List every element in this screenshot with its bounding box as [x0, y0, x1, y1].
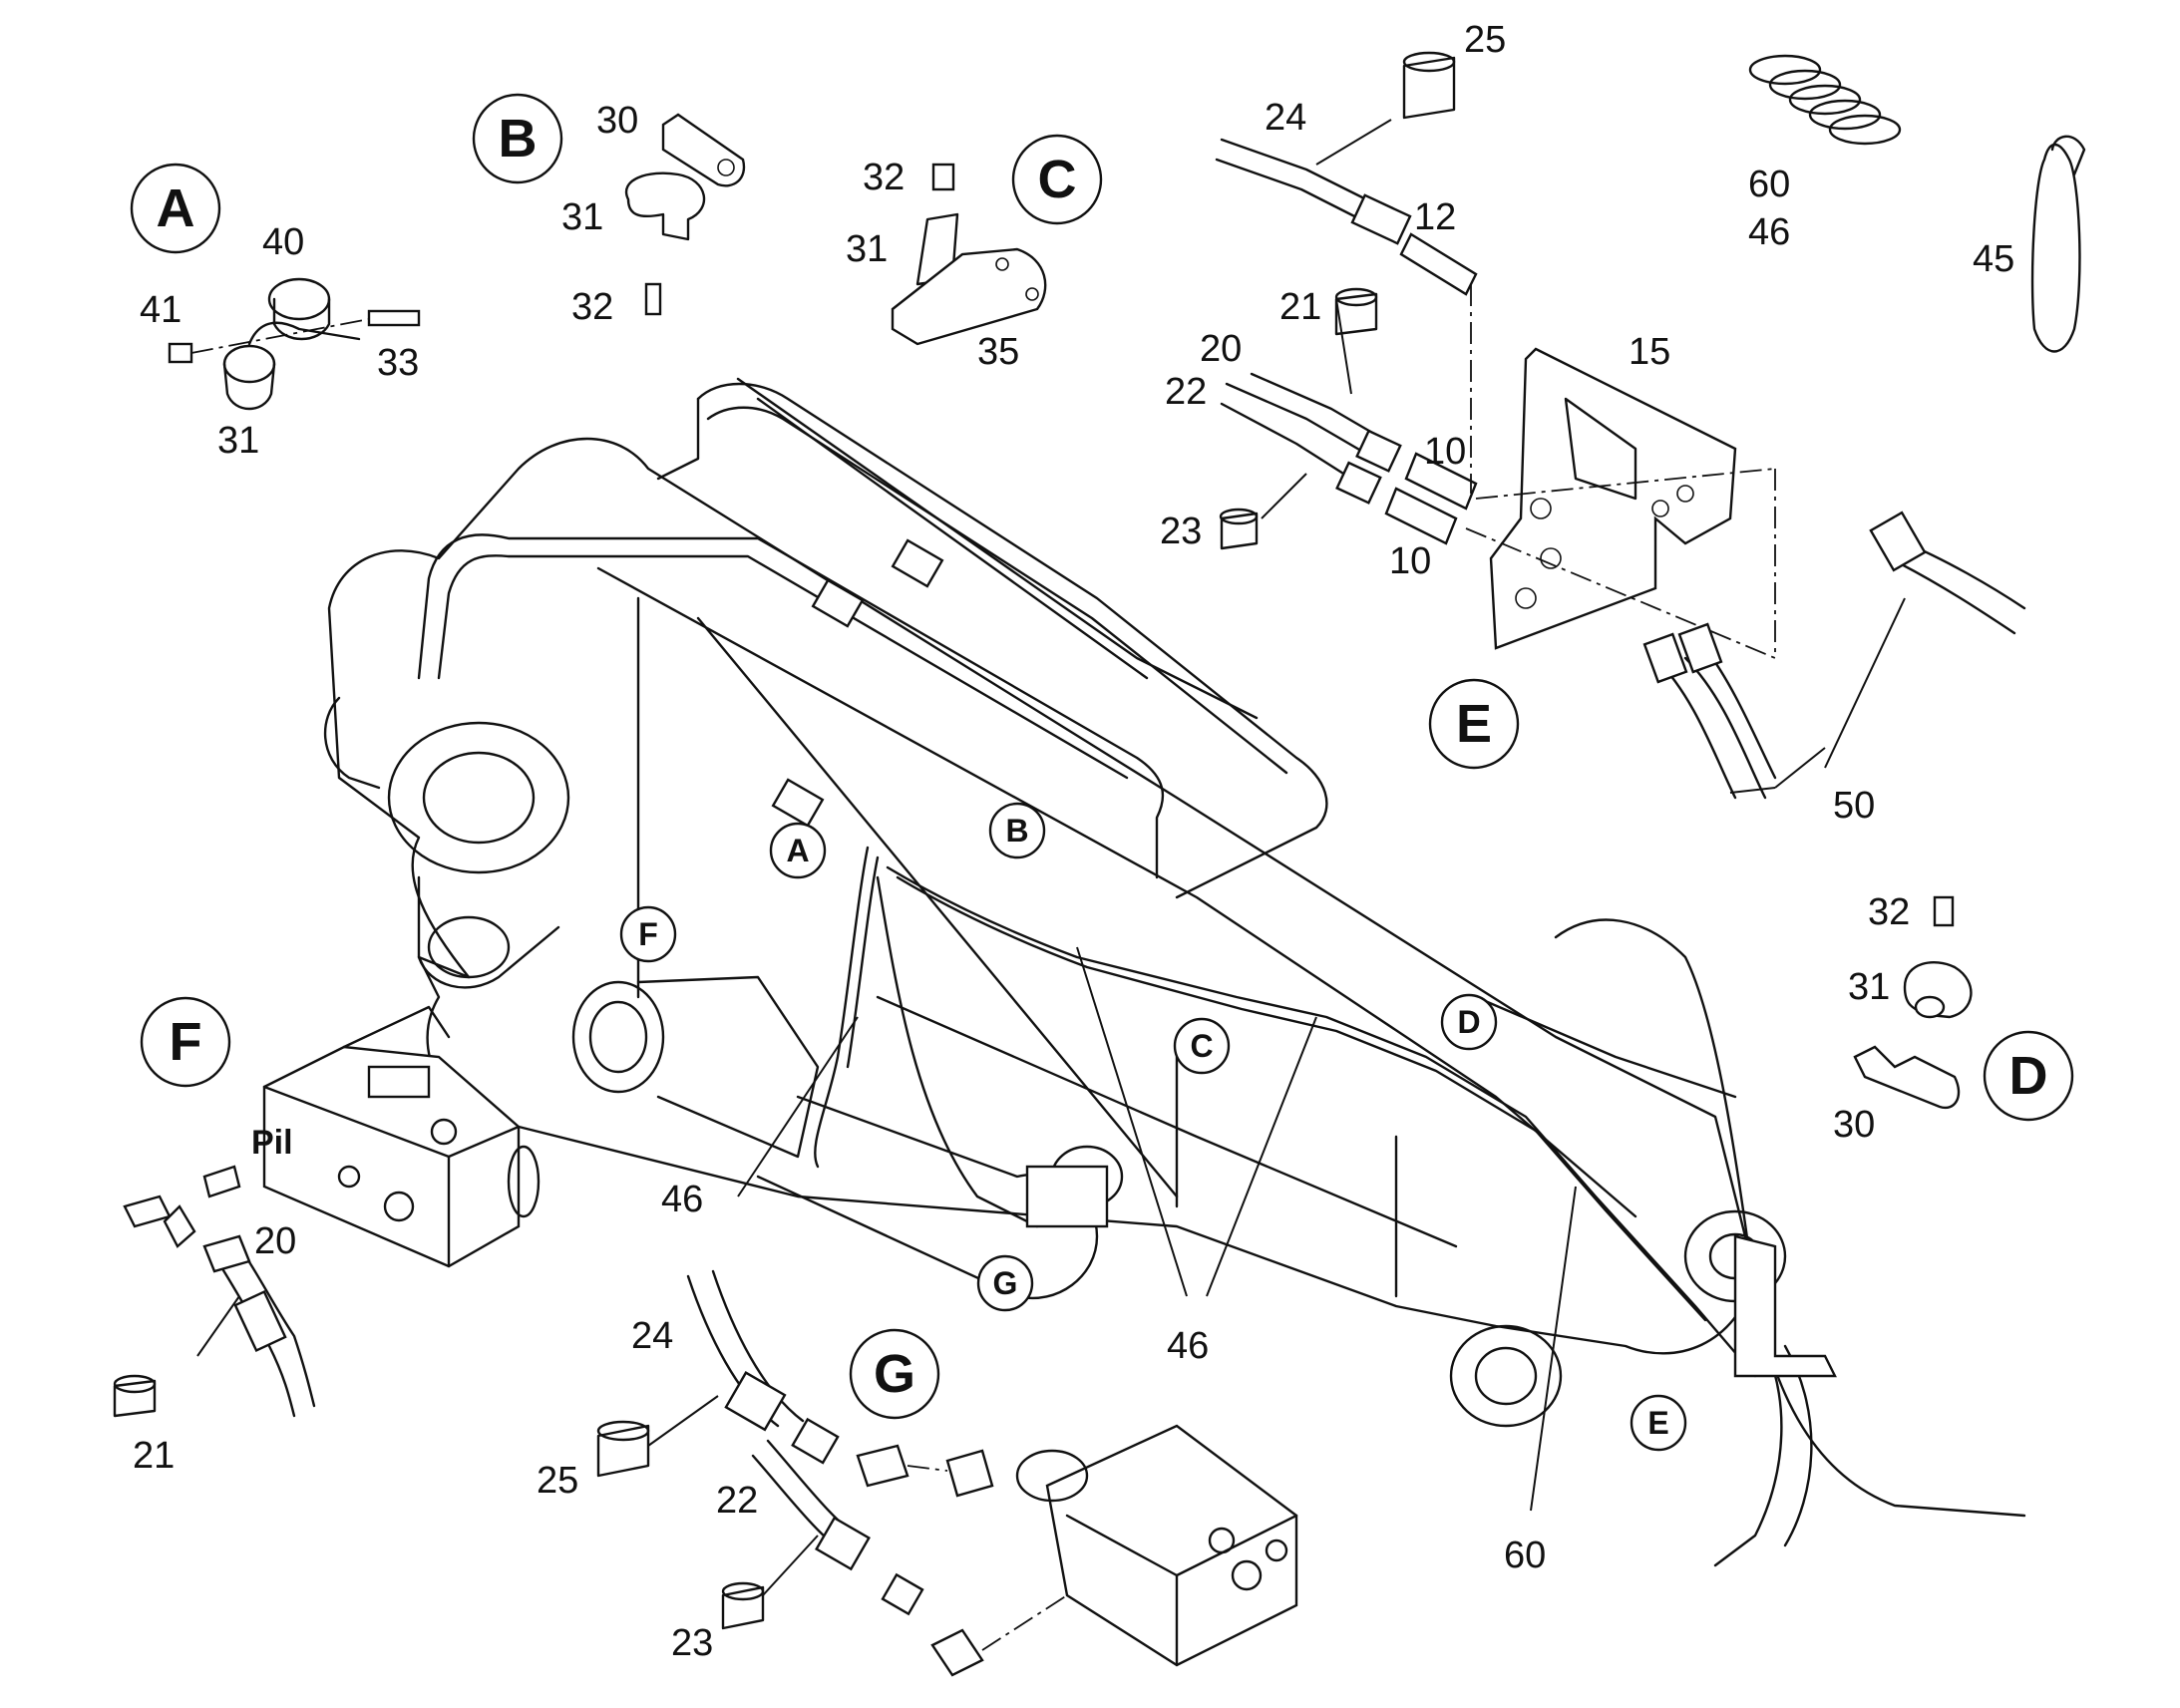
part-number: 45 — [1973, 238, 2014, 280]
part-number: 20 — [1200, 328, 1242, 370]
location-markers: A B C D E F G — [619, 802, 1687, 1452]
part-number: 30 — [1833, 1104, 1875, 1146]
svg-text:B: B — [499, 109, 538, 169]
part-number: 21 — [133, 1435, 175, 1477]
svg-text:D: D — [1457, 1004, 1480, 1040]
location-marker-f: F — [619, 905, 677, 963]
detail-callout-d: D — [1983, 1030, 2074, 1122]
part-number: 50 — [1833, 785, 1875, 827]
svg-text:G: G — [874, 1344, 915, 1404]
boom-assembly — [323, 377, 2026, 1567]
pilot-port-label: Pil — [251, 1124, 293, 1162]
part-number: 15 — [1629, 331, 1670, 373]
part-number: 23 — [671, 1622, 713, 1664]
part-number: 21 — [1279, 286, 1321, 328]
protection-sleeve-and-strap — [1748, 54, 2086, 353]
part-number: 32 — [863, 157, 905, 198]
location-marker-c: C — [1173, 1017, 1231, 1075]
detail-f-valve-block — [113, 1005, 541, 1418]
svg-text:E: E — [1456, 694, 1492, 754]
part-number: 31 — [217, 420, 259, 462]
detail-callout-b: B — [472, 93, 563, 184]
part-number: 46 — [661, 1179, 703, 1220]
detail-b-clamp-kit — [624, 113, 746, 316]
part-numbers: 40 41 33 31 30 31 32 32 31 35 32 31 30 2… — [133, 19, 2014, 1664]
svg-text:C: C — [1038, 150, 1077, 209]
part-number: 20 — [254, 1220, 296, 1262]
part-number: 35 — [977, 331, 1019, 373]
detail-d-clamp-kit — [1853, 895, 1973, 1110]
part-number: 31 — [846, 228, 888, 270]
detail-g-valve-block — [596, 1269, 1298, 1677]
part-number: 46 — [1748, 211, 1790, 253]
leader-lines — [196, 119, 1906, 1596]
part-number: 10 — [1424, 431, 1466, 473]
part-number: 25 — [1464, 19, 1506, 61]
detail-callouts: A B C D E F G — [130, 93, 2074, 1420]
part-number: 10 — [1389, 540, 1431, 582]
part-number: 40 — [262, 221, 304, 263]
location-marker-b: B — [988, 802, 1046, 859]
svg-text:E: E — [1647, 1405, 1668, 1441]
part-number: 23 — [1160, 511, 1202, 552]
detail-e-bracket-kit — [1215, 51, 2026, 800]
part-number: 60 — [1504, 1535, 1546, 1576]
location-marker-d: D — [1440, 993, 1498, 1051]
part-number: 31 — [1848, 966, 1890, 1008]
svg-text:A: A — [786, 833, 809, 868]
part-number: 46 — [1167, 1325, 1209, 1367]
svg-text:C: C — [1190, 1028, 1213, 1064]
location-marker-a: A — [769, 822, 827, 879]
detail-callout-g: G — [849, 1328, 940, 1420]
svg-text:A: A — [157, 178, 195, 238]
part-number: 22 — [716, 1480, 758, 1522]
part-number: 31 — [561, 196, 603, 238]
part-number: 41 — [140, 289, 182, 331]
location-marker-e: E — [1630, 1394, 1687, 1452]
part-number: 33 — [377, 342, 419, 384]
detail-callout-a: A — [130, 163, 221, 254]
part-number: 32 — [1868, 891, 1910, 933]
svg-text:F: F — [170, 1012, 202, 1072]
location-marker-g: G — [976, 1254, 1034, 1312]
part-number: 25 — [537, 1460, 578, 1502]
detail-c-bracket-kit — [891, 163, 1047, 346]
part-number: 60 — [1748, 164, 1790, 205]
detail-callout-c: C — [1011, 134, 1103, 225]
part-number: 22 — [1165, 371, 1207, 413]
part-number: 24 — [631, 1315, 673, 1357]
svg-text:B: B — [1005, 813, 1028, 849]
svg-text:D: D — [2009, 1046, 2048, 1106]
part-number: 32 — [571, 286, 613, 328]
part-number: 30 — [596, 100, 638, 142]
svg-text:G: G — [993, 1265, 1018, 1301]
detail-callout-f: F — [140, 996, 231, 1088]
part-number: 24 — [1265, 97, 1306, 139]
part-number: 12 — [1414, 196, 1456, 238]
detail-callout-e: E — [1428, 678, 1520, 770]
detail-a-clamp-kit — [168, 277, 421, 411]
svg-text:F: F — [638, 916, 658, 952]
